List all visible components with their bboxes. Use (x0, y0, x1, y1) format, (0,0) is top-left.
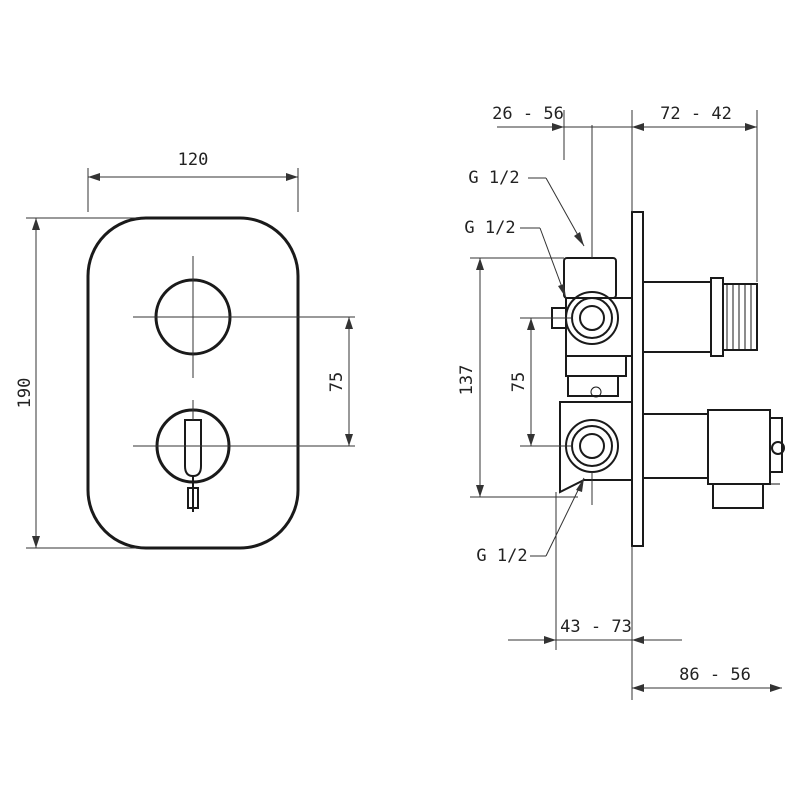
wall-plate (631, 211, 644, 547)
lower-inlet-outer (565, 419, 619, 473)
front-height-label: 190 (15, 378, 35, 409)
side-depth-top-label: 26 - 56 (492, 104, 564, 124)
thread-label-3: G 1/2 (476, 546, 527, 566)
lower-valve-body (559, 401, 633, 494)
upper-inlet-inner (579, 305, 605, 331)
lever-handle (184, 419, 202, 478)
front-spacing-label: 75 (327, 372, 347, 392)
side-depth-bottom-label: 43 - 73 (560, 617, 632, 637)
lower-spindle (642, 413, 709, 479)
side-rear-bottom-label: 86 - 56 (679, 665, 751, 685)
upper-inlet-outer (565, 291, 619, 345)
side-height-label: 137 (457, 365, 477, 396)
side-rear-top-label: 72 - 42 (660, 104, 732, 124)
lower-inlet-inner (579, 433, 605, 459)
front-width-label: 120 (178, 150, 209, 170)
upper-spindle (642, 281, 712, 353)
side-spacing-label: 75 (509, 372, 529, 392)
front-view: 120 190 75 (15, 150, 355, 550)
cover-plate (86, 216, 300, 550)
thread-label-1: G 1/2 (468, 168, 519, 188)
side-view: 26 - 56 72 - 42 G 1/2 G 1/2 G 1/2 137 75 (457, 104, 785, 700)
thread-label-2: G 1/2 (464, 218, 515, 238)
